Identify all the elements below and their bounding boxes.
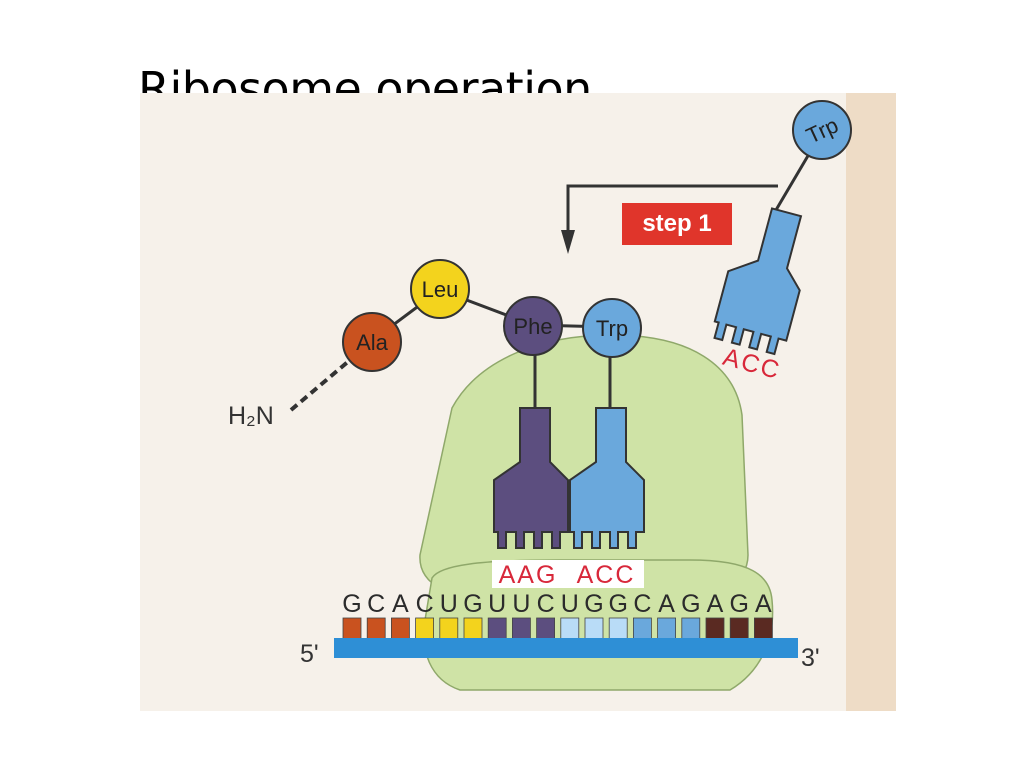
- step-label: step 1: [642, 210, 711, 237]
- mrna-base: A: [658, 590, 675, 618]
- step-arrow-head: [561, 230, 575, 254]
- codon-block: [608, 617, 628, 641]
- mrna-base: A: [755, 590, 772, 618]
- mrna-base: C: [416, 590, 434, 618]
- three-prime-label: 3': [801, 644, 820, 672]
- amino-acid-trp-incoming: [792, 100, 852, 160]
- codon-block: [463, 617, 483, 641]
- mrna-base: C: [367, 590, 385, 618]
- amino-acid-label-ala: Ala: [356, 330, 389, 355]
- codon-block: [366, 617, 386, 641]
- codon-block: [439, 617, 459, 641]
- mrna-base: C: [633, 590, 651, 618]
- codon-block: [415, 617, 435, 641]
- codon-block: [390, 617, 410, 641]
- codon-block: [657, 617, 676, 641]
- amino-acid-leu: [410, 259, 470, 319]
- mrna-base: U: [561, 590, 579, 618]
- codon-block: [705, 617, 725, 641]
- codon-block: [487, 617, 507, 641]
- codon-block: [633, 617, 652, 641]
- step-badge: [622, 203, 732, 245]
- mrna-strand: [334, 638, 798, 658]
- trna-incoming: [713, 207, 803, 356]
- amino-acid-trp-a-site: [582, 298, 642, 358]
- mrna-base: U: [488, 590, 506, 618]
- mrna-base: G: [463, 590, 482, 618]
- codon-block: [342, 617, 362, 641]
- codon-block: [729, 617, 749, 641]
- trna-p-body: [493, 407, 569, 549]
- mrna-base: G: [608, 590, 627, 618]
- mrna-base: G: [342, 590, 361, 618]
- amino-acid-label-phe: Phe: [513, 314, 552, 339]
- mrna-base: A: [392, 590, 409, 618]
- codon-block: [754, 617, 773, 641]
- codon-block: [681, 617, 701, 641]
- mrna-base: U: [440, 590, 458, 618]
- amino-acid-ala: [342, 312, 402, 372]
- amine-label: H₂N: [228, 402, 274, 430]
- amino-acid-label-trp-a-site: Trp: [596, 316, 628, 341]
- codon-block: [536, 617, 555, 641]
- amino-acid-label-leu: Leu: [422, 277, 459, 302]
- mrna-base: G: [681, 590, 700, 618]
- page-edge-shadow: [846, 93, 896, 711]
- anticodon-p-site: AAG: [499, 561, 558, 589]
- amino-acid-phe: [503, 296, 563, 356]
- trna-incoming-body: [713, 207, 803, 356]
- trna-a-body: [569, 407, 645, 549]
- codon-block: [584, 617, 604, 641]
- mrna-base: A: [707, 590, 724, 618]
- codon-block: [560, 617, 580, 641]
- mrna-base: U: [512, 590, 530, 618]
- step-arrow: [566, 184, 778, 235]
- mrna-base: G: [584, 590, 603, 618]
- anticodon-a-site: ACC: [577, 561, 636, 589]
- mrna-base: C: [537, 590, 555, 618]
- five-prime-label: 5': [300, 640, 319, 668]
- anticodon-backdrop: [492, 560, 644, 588]
- codon-block: [512, 617, 531, 641]
- mrna-base: G: [729, 590, 748, 618]
